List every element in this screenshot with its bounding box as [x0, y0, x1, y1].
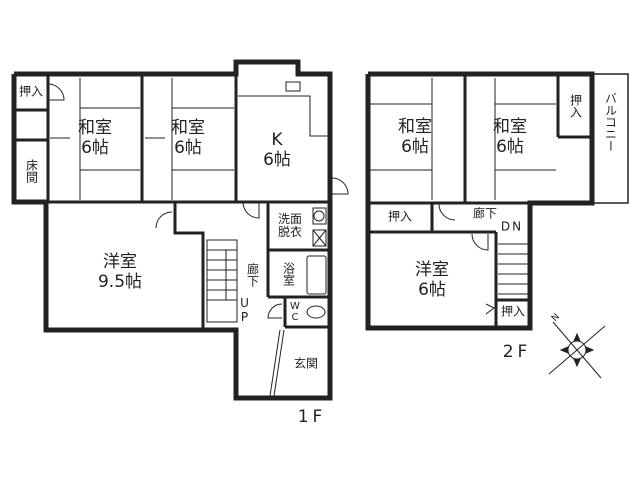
- 2f-oshiire-left-label: 押入: [387, 209, 413, 224]
- 1f-tatami-lines: [50, 78, 328, 200]
- floor-1-label: 1F: [297, 407, 327, 427]
- 1f-oshiire-label: 押入: [18, 84, 44, 99]
- 2f-stairs: [498, 243, 528, 295]
- 2f-rouka-label: 廊下: [472, 206, 498, 221]
- senmen-label: 洗面脱衣: [277, 212, 302, 239]
- compass-icon: [548, 321, 606, 379]
- genkan-label: 玄関: [293, 356, 319, 371]
- 2f-doors: [438, 203, 495, 315]
- 2f-oshiire-top-label: 押入: [568, 94, 583, 118]
- floor-2-label: 2F: [502, 342, 532, 362]
- 2f-tatami-lines: [370, 78, 556, 200]
- dn-label: DN: [500, 219, 524, 234]
- 1f-interior-walls: [14, 74, 330, 330]
- 2f-oshiire-small-label: 押入: [500, 304, 526, 319]
- 2f-interior-walls: [368, 74, 592, 328]
- 1f-rouka-label: 廊下: [245, 263, 260, 287]
- balcony-label: バルコニー: [603, 92, 618, 152]
- 1f-fixtures: [269, 207, 327, 397]
- wc-label: WC: [289, 301, 301, 323]
- 1f-doors: [47, 83, 349, 319]
- up-label: UP: [237, 296, 252, 324]
- 1f-tokonoma-label: 床間: [24, 159, 39, 183]
- yokushitsu-label: 浴室: [281, 262, 296, 286]
- 1f-stairs: [206, 239, 238, 323]
